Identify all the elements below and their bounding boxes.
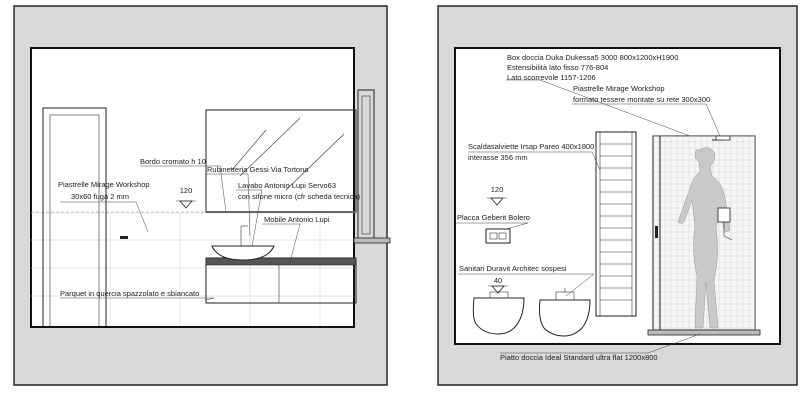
- shower-tray: [647, 329, 761, 336]
- right-height-mark-40: 40: [488, 276, 508, 294]
- label-parquet: Parquet in quercia spazzolato e sbiancat…: [60, 289, 199, 298]
- label-lavabo: Lavabo Antonio Lupi Servo63: [238, 181, 336, 190]
- label-box-doccia: Box doccia Duka Dukessa5 3000 800x1200xH…: [507, 53, 678, 62]
- right-height-mark-40-label: 40: [494, 276, 502, 285]
- right-leaders: [456, 79, 721, 354]
- right-height-mark-120: 120: [487, 185, 507, 206]
- label-piastrelle-fuga: 30x60 fuga 2 mm: [71, 192, 129, 201]
- person-silhouette: [677, 147, 731, 329]
- left-height-mark-label: 120: [180, 186, 193, 195]
- wall-hung-bidet: [539, 288, 591, 337]
- label-piatto-doccia: Piatto doccia Ideal Standard ultra flat …: [500, 353, 658, 362]
- label-estensibilita: Estensibilità lato fisso 776-804: [507, 63, 608, 72]
- right-elevation: 120 40 Box doccia Duka Dukessa5 3000 800…: [437, 5, 798, 386]
- label-placca: Placca Geberit Bolero: [457, 213, 530, 222]
- left-leaders: [60, 165, 301, 301]
- vanity-cabinet: [205, 257, 357, 304]
- shower-enclosure: [652, 135, 756, 331]
- label-formato-tessere: formato tessere montate su rete 300x300: [573, 95, 710, 104]
- washbasin: [211, 225, 275, 261]
- label-scaldasalviette: Scaldasalviette Irsap Pareo 400x1800: [468, 142, 594, 151]
- left-elevation: 120 Bordo cromato h 10 Rubinetteria Gess…: [13, 5, 391, 386]
- label-mobile: Mobile Antonio Lupi: [264, 215, 330, 224]
- wall-hung-toilet: [472, 291, 525, 335]
- label-bordo-cromato: Bordo cromato h 10: [140, 157, 206, 166]
- left-height-mark: 120: [176, 186, 196, 209]
- side-column: [353, 89, 391, 244]
- label-rubinetteria: Rubinetteria Gessi Via Tortona: [207, 165, 309, 174]
- label-interasse: interasse 356 mm: [468, 153, 528, 162]
- label-sanitari: Sanitari Duravit Architec sospesi: [459, 264, 567, 273]
- flush-plate: [485, 228, 511, 244]
- label-piastrelle-right: Piastrelle Mirage Workshop: [573, 84, 665, 93]
- label-piastrelle-left: Piastrelle Mirage Workshop: [58, 180, 150, 189]
- label-lato-scorrevole: Lato scorrevole 1157-1206: [507, 73, 596, 82]
- label-lavabo-sifone: con sifone micro (cfr scheda tecnica): [238, 192, 361, 201]
- left-wall-tiles: [31, 212, 354, 327]
- towel-radiator: [595, 131, 637, 317]
- right-height-mark-120-label: 120: [491, 185, 504, 194]
